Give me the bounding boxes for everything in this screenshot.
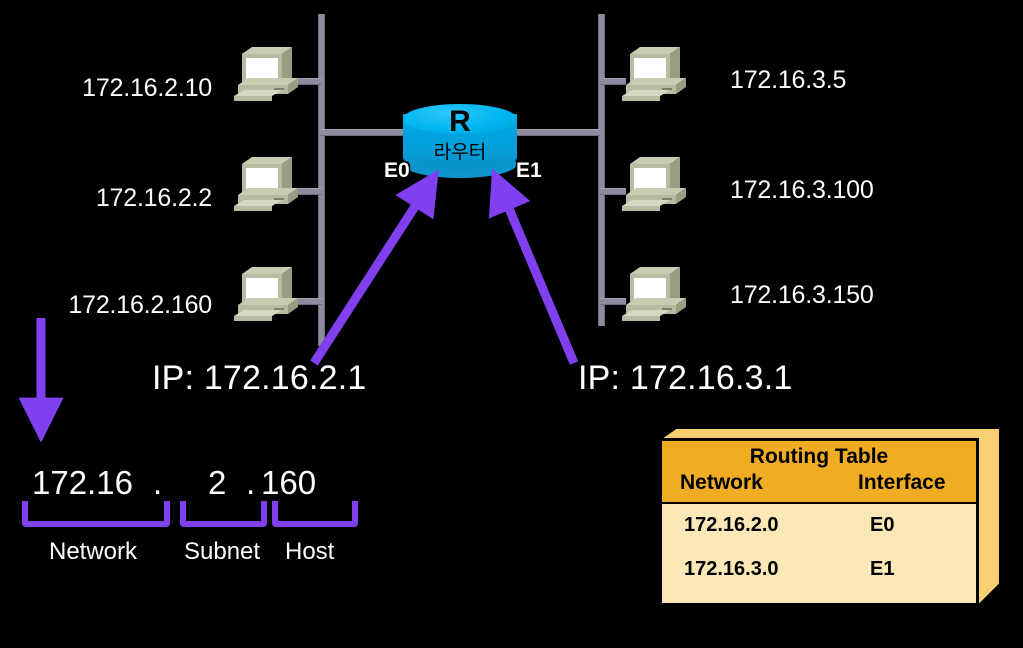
table-row: 172.16.3.0 E1: [662, 548, 976, 592]
interface-ip-caption-e1: IP: 172.16.3.1: [578, 359, 793, 397]
column-header-interface: Interface: [858, 471, 946, 494]
field-label-subnet: Subnet: [184, 538, 261, 565]
workstation-icon: [620, 154, 694, 216]
workstation-icon: [232, 44, 306, 106]
cell-network: 172.16.2.0: [684, 514, 779, 536]
interface-label-e1: E1: [516, 159, 542, 182]
host-ip-label: 172.16.3.5: [730, 66, 847, 94]
host-ip-label: 172.16.2.2: [95, 184, 212, 212]
interface-label-e0: E0: [384, 159, 410, 182]
right-segment-bus: [598, 14, 605, 326]
host-ip-label: 172.16.2.10: [82, 74, 212, 102]
routing-table-face: Routing Table Network Interface 172.16.2…: [660, 439, 978, 605]
left-host-stub-2: [296, 188, 322, 195]
column-header-network: Network: [680, 471, 763, 494]
address-octet-host: 160: [261, 464, 317, 501]
left-host-stub-3: [296, 298, 322, 305]
host-ip-label: 172.16.2.160: [68, 291, 212, 319]
host-ip-label: 172.16.3.150: [730, 281, 874, 309]
workstation-icon: [620, 264, 694, 326]
interface-ip-caption-e0: IP: 172.16.2.1: [152, 359, 367, 397]
cell-interface: E0: [870, 514, 895, 536]
router-sublabel: 라우터: [433, 142, 487, 163]
workstation-icon: [232, 264, 306, 326]
cell-network: 172.16.3.0: [684, 558, 779, 580]
address-dot-2: .: [246, 464, 256, 501]
address-octets-network: 172.16: [32, 464, 133, 501]
router-top: [403, 104, 517, 134]
right-host-stub-3: [600, 298, 626, 305]
pointer-arrow-e1: [488, 168, 579, 365]
workstation-icon: [232, 154, 306, 216]
workstation-icon: [620, 44, 694, 106]
bracket-network: [22, 501, 170, 527]
address-dot-1: .: [153, 464, 163, 501]
pointer-arrow-e0: [310, 169, 439, 366]
table-row: 172.16.2.0 E0: [662, 504, 976, 548]
routing-table-title: Routing Table: [749, 445, 889, 468]
right-host-stub-2: [600, 188, 626, 195]
routing-table-header: Routing Table Network Interface: [662, 441, 976, 504]
field-label-host: Host: [285, 538, 335, 565]
address-octet-subnet: 2: [208, 464, 227, 501]
host-ip-label: 172.16.3.100: [730, 176, 874, 204]
field-label-network: Network: [49, 538, 138, 565]
router-label: R: [449, 105, 471, 138]
cell-interface: E1: [870, 558, 895, 580]
left-host-stub-1: [296, 78, 322, 85]
bracket-host: [272, 501, 358, 527]
router-cylinder-icon: R 라우터: [403, 104, 517, 180]
left-segment-bus: [318, 14, 325, 346]
right-host-stub-1: [600, 78, 626, 85]
bracket-subnet: [180, 501, 267, 527]
routing-table-3d-top: [660, 428, 1001, 608]
